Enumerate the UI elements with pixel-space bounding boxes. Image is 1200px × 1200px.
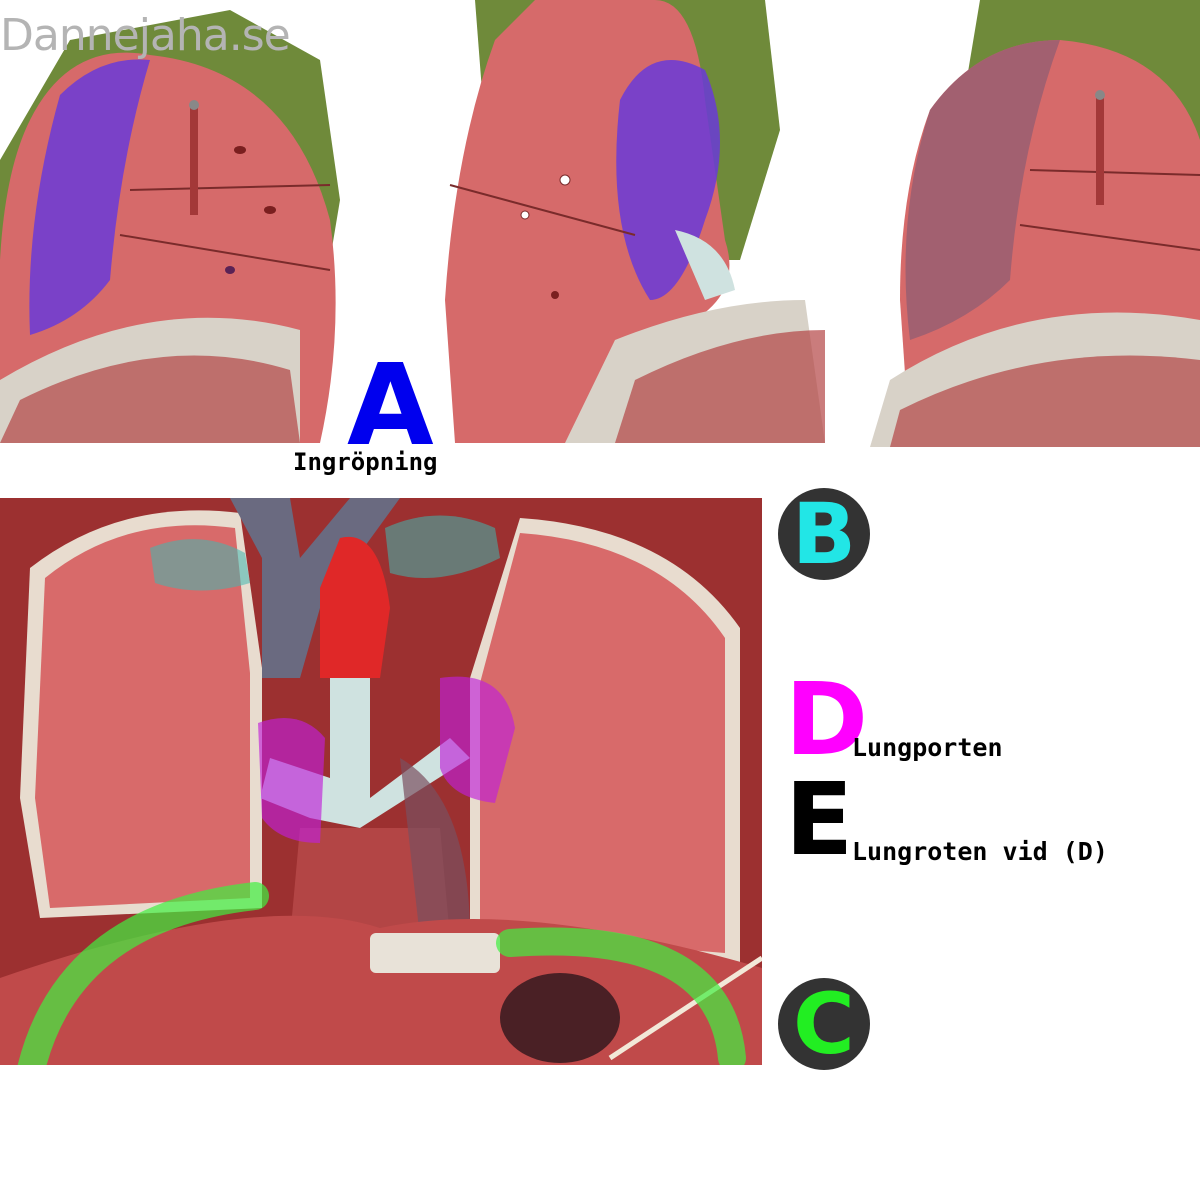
label-c-letter: C bbox=[793, 975, 855, 1073]
hilum-highlight-right bbox=[258, 718, 325, 843]
impression-highlight-left bbox=[29, 59, 150, 335]
photo-lung-middle bbox=[435, 0, 825, 443]
diaphragm-highlight-left bbox=[496, 927, 746, 1065]
photo-lung-left bbox=[0, 0, 350, 443]
label-e-text: Lungroten vid (D) bbox=[852, 837, 1108, 866]
hilum-highlight-left bbox=[440, 676, 515, 803]
photo-thorax bbox=[0, 498, 762, 1065]
label-d-text: Lungporten bbox=[852, 733, 1003, 762]
label-c-badge: C bbox=[778, 978, 870, 1070]
label-e-letter: E bbox=[785, 761, 854, 878]
diaphragm-highlight-right bbox=[17, 882, 269, 1065]
label-d-letter: D bbox=[785, 661, 869, 778]
label-b-badge: B bbox=[778, 488, 870, 580]
label-a-letter: A bbox=[347, 341, 434, 471]
label-b-letter: B bbox=[791, 485, 857, 583]
label-a-text: Ingröpning bbox=[293, 448, 438, 476]
apex-highlight-right bbox=[150, 539, 250, 591]
apex-highlight-left bbox=[385, 515, 500, 578]
photo-lung-right bbox=[870, 0, 1200, 447]
watermark: Dannejaha.se bbox=[0, 10, 291, 61]
